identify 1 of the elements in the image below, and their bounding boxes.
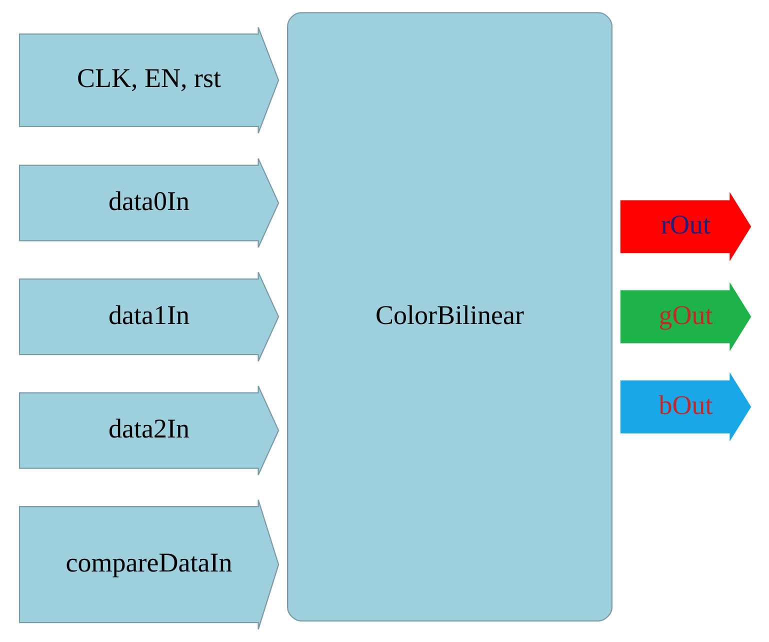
node-box: ColorBilinear [286, 12, 612, 622]
